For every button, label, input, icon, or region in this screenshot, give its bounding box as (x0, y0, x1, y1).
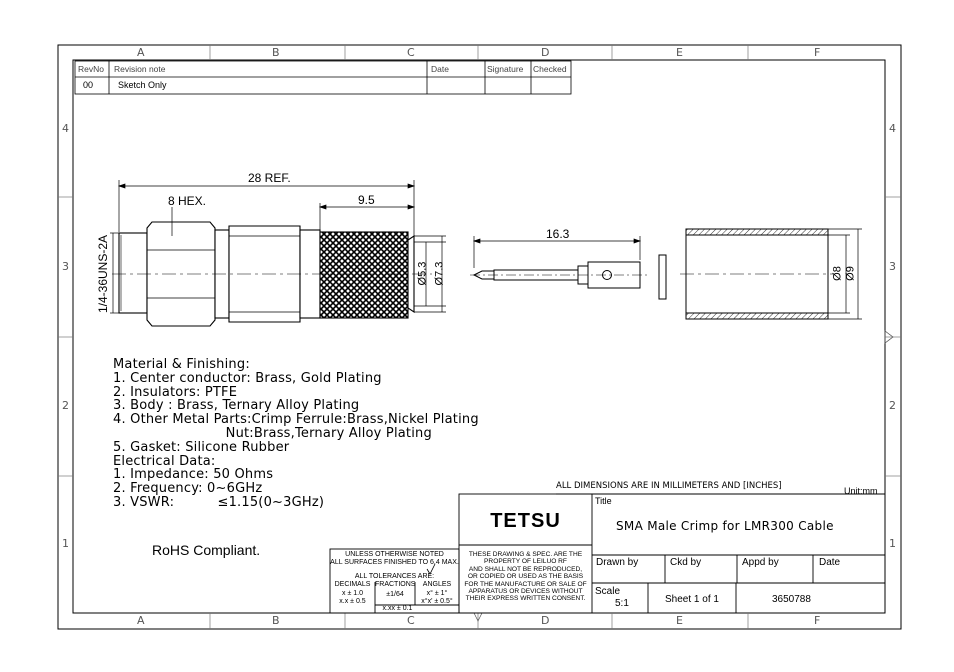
zone-number-left: 3 (62, 260, 69, 273)
zone-letter-bottom: F (814, 614, 821, 627)
rev-header-date: Date (431, 64, 449, 74)
zone-letter-top: A (137, 46, 145, 59)
title-block-grid (329, 493, 885, 614)
zone-letter-bottom: D (541, 614, 550, 627)
tolerance-fraction: ±1/64 (386, 591, 404, 598)
note-line: 5. Gasket: Silicone Rubber (113, 439, 290, 455)
tolerance-header: UNLESS OTHERWISE NOTED ALL SURFACES FINI… (330, 551, 459, 566)
checked-by-label: Ckd by (670, 557, 702, 568)
sheet-number: Sheet 1 of 1 (665, 594, 719, 605)
revision-table-grid (74, 60, 572, 95)
tolerance-line: UNLESS OTHERWISE NOTED (345, 551, 444, 558)
note-line: 2. Frequency: 0~6GHz (113, 481, 263, 497)
tolerance-line: ALL SURFACES FINISHED TO 6.4 MAX. (330, 558, 459, 566)
note-line: Material & Finishing: (113, 357, 250, 372)
unit-label: Unit:mm (844, 486, 878, 496)
property-line: APPARATUS OR DEVICES WITHOUT (468, 588, 583, 596)
rev-header-revno: RevNo (78, 64, 104, 74)
property-line: FOR THE MANUFACTURE OR SALE OF (464, 580, 587, 588)
tolerance-xxx: x.xx ± 0.1 (382, 605, 413, 612)
tolerance-col-fractions: FRACTIONS (375, 581, 416, 588)
property-line: THEIR EXPRESS WRITTEN CONSENT. (465, 595, 586, 603)
dimension-ferrule-inner: Ø8 (831, 266, 844, 281)
zone-letter-bottom: A (137, 614, 145, 627)
note-line: 1. Center conductor: Brass, Gold Plating (113, 370, 382, 386)
note-line: 1. Impedance: 50 Ohms (113, 467, 274, 483)
title-label: Title (595, 496, 612, 506)
date-label: Date (819, 557, 841, 568)
note-line: Electrical Data: (113, 453, 216, 469)
drawn-by-label: Drawn by (596, 557, 639, 568)
zone-letter-top: B (272, 46, 280, 59)
dimension-thread: 1/4-36UNS-2A (96, 234, 110, 314)
tolerance-angle-2: x°x' ± 0.5° (421, 598, 453, 605)
gasket-drawing (658, 254, 667, 300)
tolerance-title: ALL TOLERANCES ARE: (354, 573, 435, 580)
tolerance-col-decimals: DECIMALS (334, 581, 371, 588)
rev-header-signature: Signature (487, 64, 524, 74)
center-mark-right (884, 330, 894, 344)
note-line: 3. Body : Brass, Ternary Alloy Plating (113, 398, 360, 414)
zone-letter-bottom: E (676, 614, 683, 627)
zone-letter-top: C (407, 46, 415, 59)
drawing-title: SMA Male Crimp for LMR300 Cable (616, 519, 834, 533)
property-line: AND SHALL NOT BE REPRODUCED, (468, 565, 583, 573)
dimension-crimp-length: 9.5 (358, 193, 375, 207)
dimension-dia-inner: Ø5.3 (416, 261, 429, 286)
dimensions-units-note: ALL DIMENSIONS ARE IN MILLIMETERS AND [I… (556, 481, 782, 491)
zone-number-left: 1 (62, 537, 69, 550)
zone-number-right: 2 (889, 399, 896, 412)
rev-number: 00 (83, 80, 94, 90)
zone-number-right: 1 (889, 537, 896, 550)
material-notes: Material & Finishing: 1. Center conducto… (113, 358, 479, 510)
approved-by-label: Appd by (742, 557, 779, 568)
note-line: 4. Other Metal Parts:Crimp Ferrule:Brass… (113, 412, 479, 428)
zone-letter-bottom: C (407, 614, 415, 627)
tolerance-decimal-2: x.x ± 0.5 (339, 598, 366, 605)
zone-letter-top: D (541, 46, 550, 59)
note-line: 3. VSWR: ≤1.15(0~3GHz) (113, 494, 325, 510)
dimension-hex: 8 HEX. (168, 194, 207, 208)
pin-dimension (472, 236, 642, 268)
dimension-overall-length: 28 REF. (248, 171, 291, 185)
company-logo-text: TETSU (490, 510, 561, 532)
dimension-pin-length: 16.3 (546, 227, 570, 241)
zone-letter-bottom: B (272, 614, 280, 627)
zone-number-left: 4 (62, 122, 69, 135)
rohs-statement: RoHS Compliant. (152, 542, 261, 558)
property-notice: THESE DRAWING & SPEC. ARE THE PROPERTY O… (459, 551, 592, 603)
zone-letter-top: F (814, 46, 821, 59)
scale-value: 5:1 (615, 598, 629, 609)
dimension-dia-outer: Ø7.3 (433, 261, 446, 286)
note-line: Nut:Brass,Ternary Alloy Plating (113, 425, 432, 441)
property-line: THESE DRAWING & SPEC. ARE THE (468, 551, 583, 558)
zone-number-right: 4 (889, 122, 896, 135)
tolerance-decimal-1: x ± 1.0 (342, 590, 363, 597)
surface-finish-symbol (426, 563, 436, 575)
note-line: 2. Insulators: PTFE (113, 384, 238, 400)
property-line: PROPERTY OF LEILUO RF (484, 558, 567, 566)
property-line: OR COPIED OR USED AS THE BASIS (467, 573, 584, 581)
zone-number-left: 2 (62, 399, 69, 412)
tolerance-col-angles: ANGLES (422, 581, 452, 588)
ferrule-dimensions (828, 228, 862, 320)
zone-number-right: 3 (889, 260, 896, 273)
tolerance-angle-1: x° ± 1° (426, 590, 448, 597)
rev-header-note: Revision note (114, 64, 166, 74)
rev-header-checked: Checked (533, 64, 567, 74)
dimension-ferrule-outer: Ø9 (844, 266, 857, 281)
connector-dimensions (110, 180, 446, 314)
scale-label: Scale (595, 586, 621, 597)
rev-note: Sketch Only (118, 80, 167, 90)
zone-letter-top: E (676, 46, 683, 59)
part-number: 3650788 (772, 594, 811, 605)
